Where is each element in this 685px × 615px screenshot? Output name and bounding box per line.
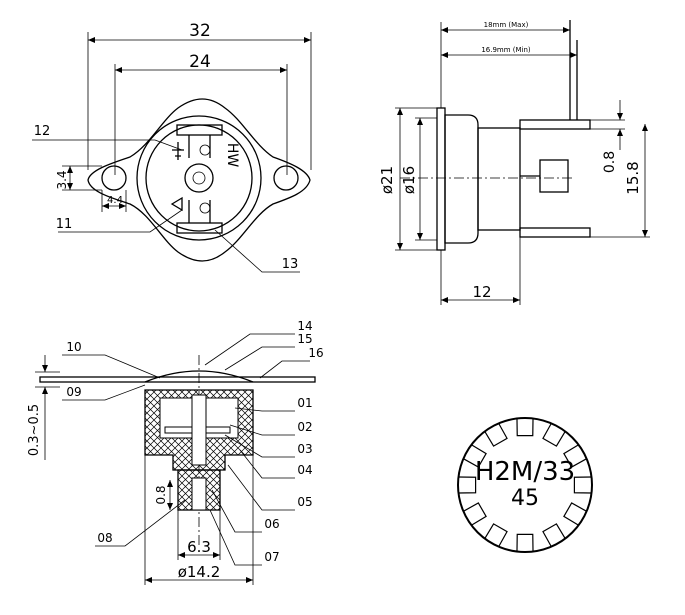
disc-notches	[458, 418, 592, 552]
disc-notch	[484, 523, 508, 547]
side-body	[477, 127, 521, 231]
section-view: 0.3~0.5 0.8 6.3 ø14.2 14 15 16 10 09 01 …	[27, 319, 324, 585]
disc-notch	[542, 523, 566, 547]
callout-03: 03	[297, 442, 312, 456]
disc-notch	[463, 444, 487, 468]
pin	[191, 394, 207, 466]
callout-15: 15	[297, 332, 312, 346]
disc-notch	[458, 476, 477, 494]
right-mount-hole	[273, 165, 299, 191]
section-flange	[39, 376, 316, 383]
side-cap	[444, 114, 479, 244]
callout-01: 01	[297, 396, 312, 410]
dim-4-4: 4.4	[107, 195, 123, 206]
dim-gap: 0.3~0.5	[27, 404, 42, 456]
dim-24: 24	[189, 52, 211, 72]
terminal-top	[176, 124, 223, 136]
callout-10: 10	[66, 340, 81, 354]
callout-08: 08	[97, 531, 112, 545]
side-view: 18mm (Max) 16.9mm (Min) 12 ø21 ø16 0.8 1…	[378, 20, 650, 305]
terminal-bottom	[176, 222, 223, 234]
callout-09: 09	[66, 385, 81, 399]
disc-notch	[516, 533, 534, 552]
disc-notch	[573, 476, 592, 494]
callout-11: 11	[56, 217, 73, 232]
arrow-mark	[170, 196, 183, 212]
dim-6-3: 6.3	[187, 538, 211, 556]
callout-04: 04	[297, 463, 312, 477]
left-mount-hole	[101, 165, 127, 191]
dim-dia-14-2: ø14.2	[178, 563, 221, 581]
disc-notch	[463, 502, 487, 526]
disc-notch	[516, 418, 534, 437]
callout-07: 07	[264, 550, 279, 564]
disc-line-2: 45	[511, 486, 539, 511]
rivet-bottom	[199, 202, 211, 214]
disc-outline	[457, 417, 593, 553]
dim-12: 12	[472, 283, 491, 301]
dim-32: 32	[189, 21, 211, 41]
callout-13: 13	[282, 257, 299, 272]
body-inner-circle	[145, 124, 253, 232]
body-outer-circle	[136, 115, 262, 241]
disc-notch	[542, 423, 566, 447]
callout-16: 16	[308, 346, 323, 360]
dim-16-9-min: 16.9mm (Min)	[481, 46, 531, 54]
disc-notch	[563, 444, 587, 468]
section-cap	[144, 370, 254, 383]
dim-dia-21: ø21	[378, 166, 396, 194]
callout-02: 02	[297, 420, 312, 434]
rivet-top	[199, 144, 211, 156]
label-disc: H2M/33 45	[457, 417, 593, 553]
disc-notch	[563, 502, 587, 526]
dim-18-max: 18mm (Max)	[484, 21, 529, 29]
side-terminal-top	[519, 119, 591, 130]
callout-14: 14	[297, 319, 312, 333]
center-boss	[184, 163, 214, 193]
callout-06: 06	[264, 517, 279, 531]
dim-15-8: 15.8	[624, 161, 642, 194]
ground-symbol	[172, 142, 184, 160]
dim-section-0-8: 0.8	[154, 485, 168, 504]
side-center-stud	[539, 159, 569, 193]
side-flange	[436, 107, 446, 251]
callout-12: 12	[34, 124, 51, 139]
disc-notch	[484, 423, 508, 447]
dim-side-0-8: 0.8	[602, 151, 618, 173]
marking-hw: HW	[224, 143, 240, 168]
front-view: 32 24 HW 3.4	[32, 21, 312, 273]
side-terminal-bottom	[519, 227, 591, 238]
dim-dia-16: ø16	[400, 166, 418, 194]
callout-05: 05	[297, 495, 312, 509]
dim-3-4: 3.4	[55, 170, 69, 189]
disc-line-1: H2M/33	[475, 457, 575, 487]
mounting-flange	[87, 98, 311, 262]
